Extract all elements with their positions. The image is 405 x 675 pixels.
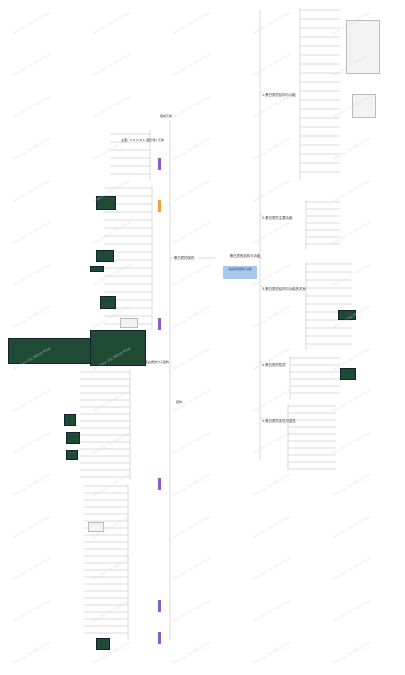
left-branch-structure[interactable]: 结构 (176, 400, 183, 404)
section-tag (158, 200, 161, 212)
blackboard-image (66, 450, 78, 460)
section-tag (158, 318, 161, 330)
section-tag (158, 632, 161, 644)
blackboard-image (340, 368, 356, 380)
left-branch-molecular[interactable]: 蛋白质的分子结构 (145, 360, 170, 364)
amino-acid-table-image (346, 20, 380, 74)
right-branch-3[interactable]: 3.蛋白质的结构与功能的关系 (262, 287, 306, 291)
blackboard-image (96, 638, 110, 650)
structure-figure-image (352, 94, 376, 118)
right-branch-5[interactable]: 5.蛋白质的变性与复性 (262, 419, 296, 423)
section-tag (158, 600, 161, 612)
blackboard-image (90, 266, 104, 272)
section-tag (158, 158, 161, 170)
left-root-node[interactable]: 蛋白质的结构 (174, 256, 195, 260)
right-branch-2[interactable]: 2.蛋白质的主要功能 (262, 216, 293, 220)
blackboard-image (96, 250, 114, 262)
blackboard-image (66, 432, 80, 444)
left-branch-elements-detail: 主要：C H O N S (部分含) 元素 (121, 138, 164, 142)
section-tag (158, 478, 161, 490)
blackboard-image (100, 296, 116, 309)
right-branch-1[interactable]: 1.蛋白质的结构与功能 (262, 93, 296, 97)
central-topic[interactable]: 蛋白质的结构与功能 (229, 254, 261, 258)
blackboard-image (64, 414, 76, 426)
figure-image (88, 522, 104, 532)
blackboard-diagram (90, 330, 146, 366)
left-branch-elements[interactable]: 组成元素 (160, 114, 173, 118)
blackboard-image (338, 310, 356, 320)
central-badge: 蛋白质的结构与功能 (223, 266, 257, 279)
right-branch-4[interactable]: 4.蛋白质的性质 (262, 363, 286, 367)
figure-image (120, 318, 138, 328)
blackboard-image (96, 196, 116, 210)
